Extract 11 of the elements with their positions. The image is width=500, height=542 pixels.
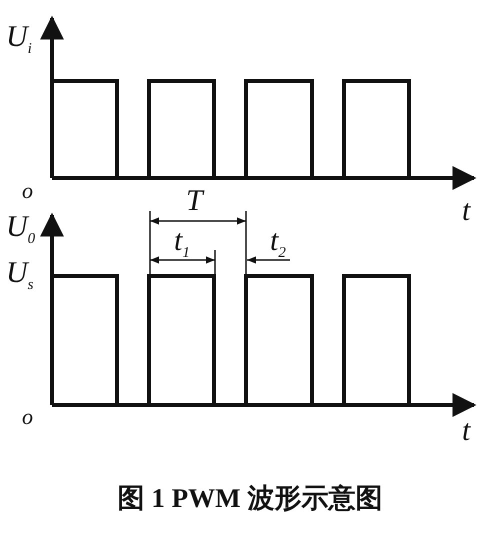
level-label: U$_{s}$ bbox=[6, 258, 34, 293]
origin-label: o bbox=[22, 180, 33, 202]
origin-label: o bbox=[22, 406, 33, 428]
axis-label: t bbox=[462, 196, 470, 226]
duration-label: t$_{1}$ bbox=[174, 226, 190, 261]
period-label: T bbox=[186, 186, 203, 216]
duration-label: t$_{2}$ bbox=[270, 226, 286, 261]
axis-label: U$_{i}$ bbox=[6, 22, 32, 57]
axis-label: t bbox=[462, 416, 470, 446]
axis-label: U$_{0}$ bbox=[6, 212, 36, 247]
figure-caption: 图 1 PWM 波形示意图 bbox=[116, 482, 384, 515]
